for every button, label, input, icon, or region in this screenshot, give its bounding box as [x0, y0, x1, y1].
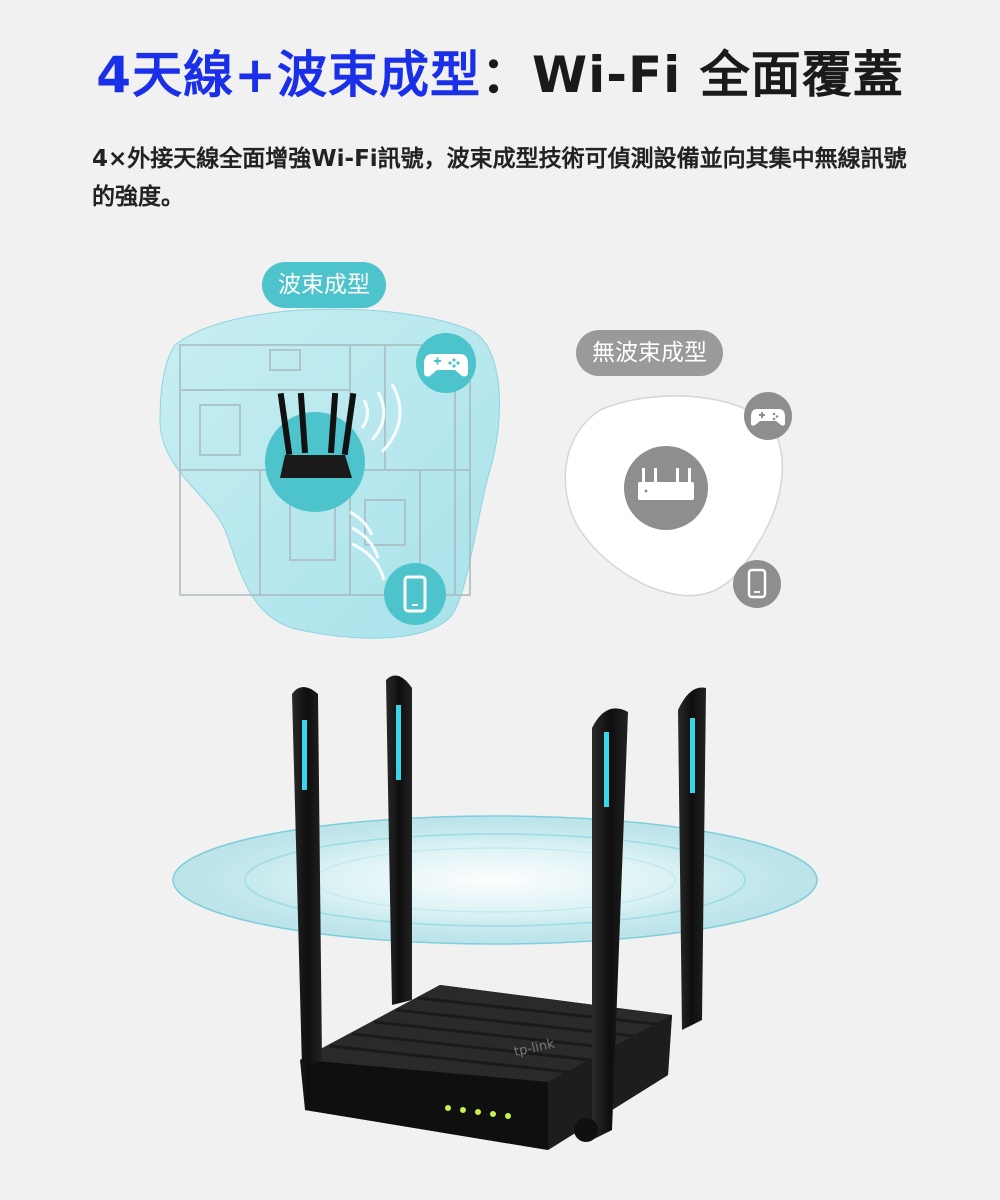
router-icon	[638, 468, 694, 500]
antenna-back-right	[678, 687, 706, 1030]
mini-router-icon	[277, 392, 357, 478]
headline-part2: Wi-Fi 全面覆蓋	[531, 46, 904, 104]
phone-icon	[747, 568, 767, 599]
antenna-front-left	[292, 687, 322, 1068]
beamforming-coverage	[159, 308, 501, 639]
headline-part1: 4天線+波束成型	[96, 46, 481, 104]
no-beamforming-coverage	[564, 392, 792, 608]
antenna-back-left	[386, 675, 412, 1005]
signal-rings	[172, 815, 818, 945]
antenna-front-right	[574, 708, 628, 1142]
wifi-wave-icon	[349, 510, 386, 581]
gamepad-icon	[751, 409, 785, 426]
phone-gray-bubble	[733, 560, 781, 608]
wifi-wave-icon	[360, 383, 402, 454]
beamforming-label: 波束成型	[262, 262, 386, 308]
headline: 4天線+波束成型：Wi-Fi 全面覆蓋	[0, 40, 1000, 110]
no-beamforming-label: 無波束成型	[576, 330, 723, 376]
headline-colon: ：	[480, 46, 532, 104]
router-body: tp-link	[300, 985, 672, 1150]
gamepad-icon	[424, 354, 468, 377]
description: 4×外接天線全面增強Wi-Fi訊號，波束成型技術可偵測設備並向其集中無線訊號的強…	[92, 146, 907, 210]
router-product: tp-link	[172, 675, 818, 1150]
phone-bubble	[384, 563, 446, 625]
phone-icon	[403, 575, 427, 613]
router-leds	[445, 1105, 511, 1119]
